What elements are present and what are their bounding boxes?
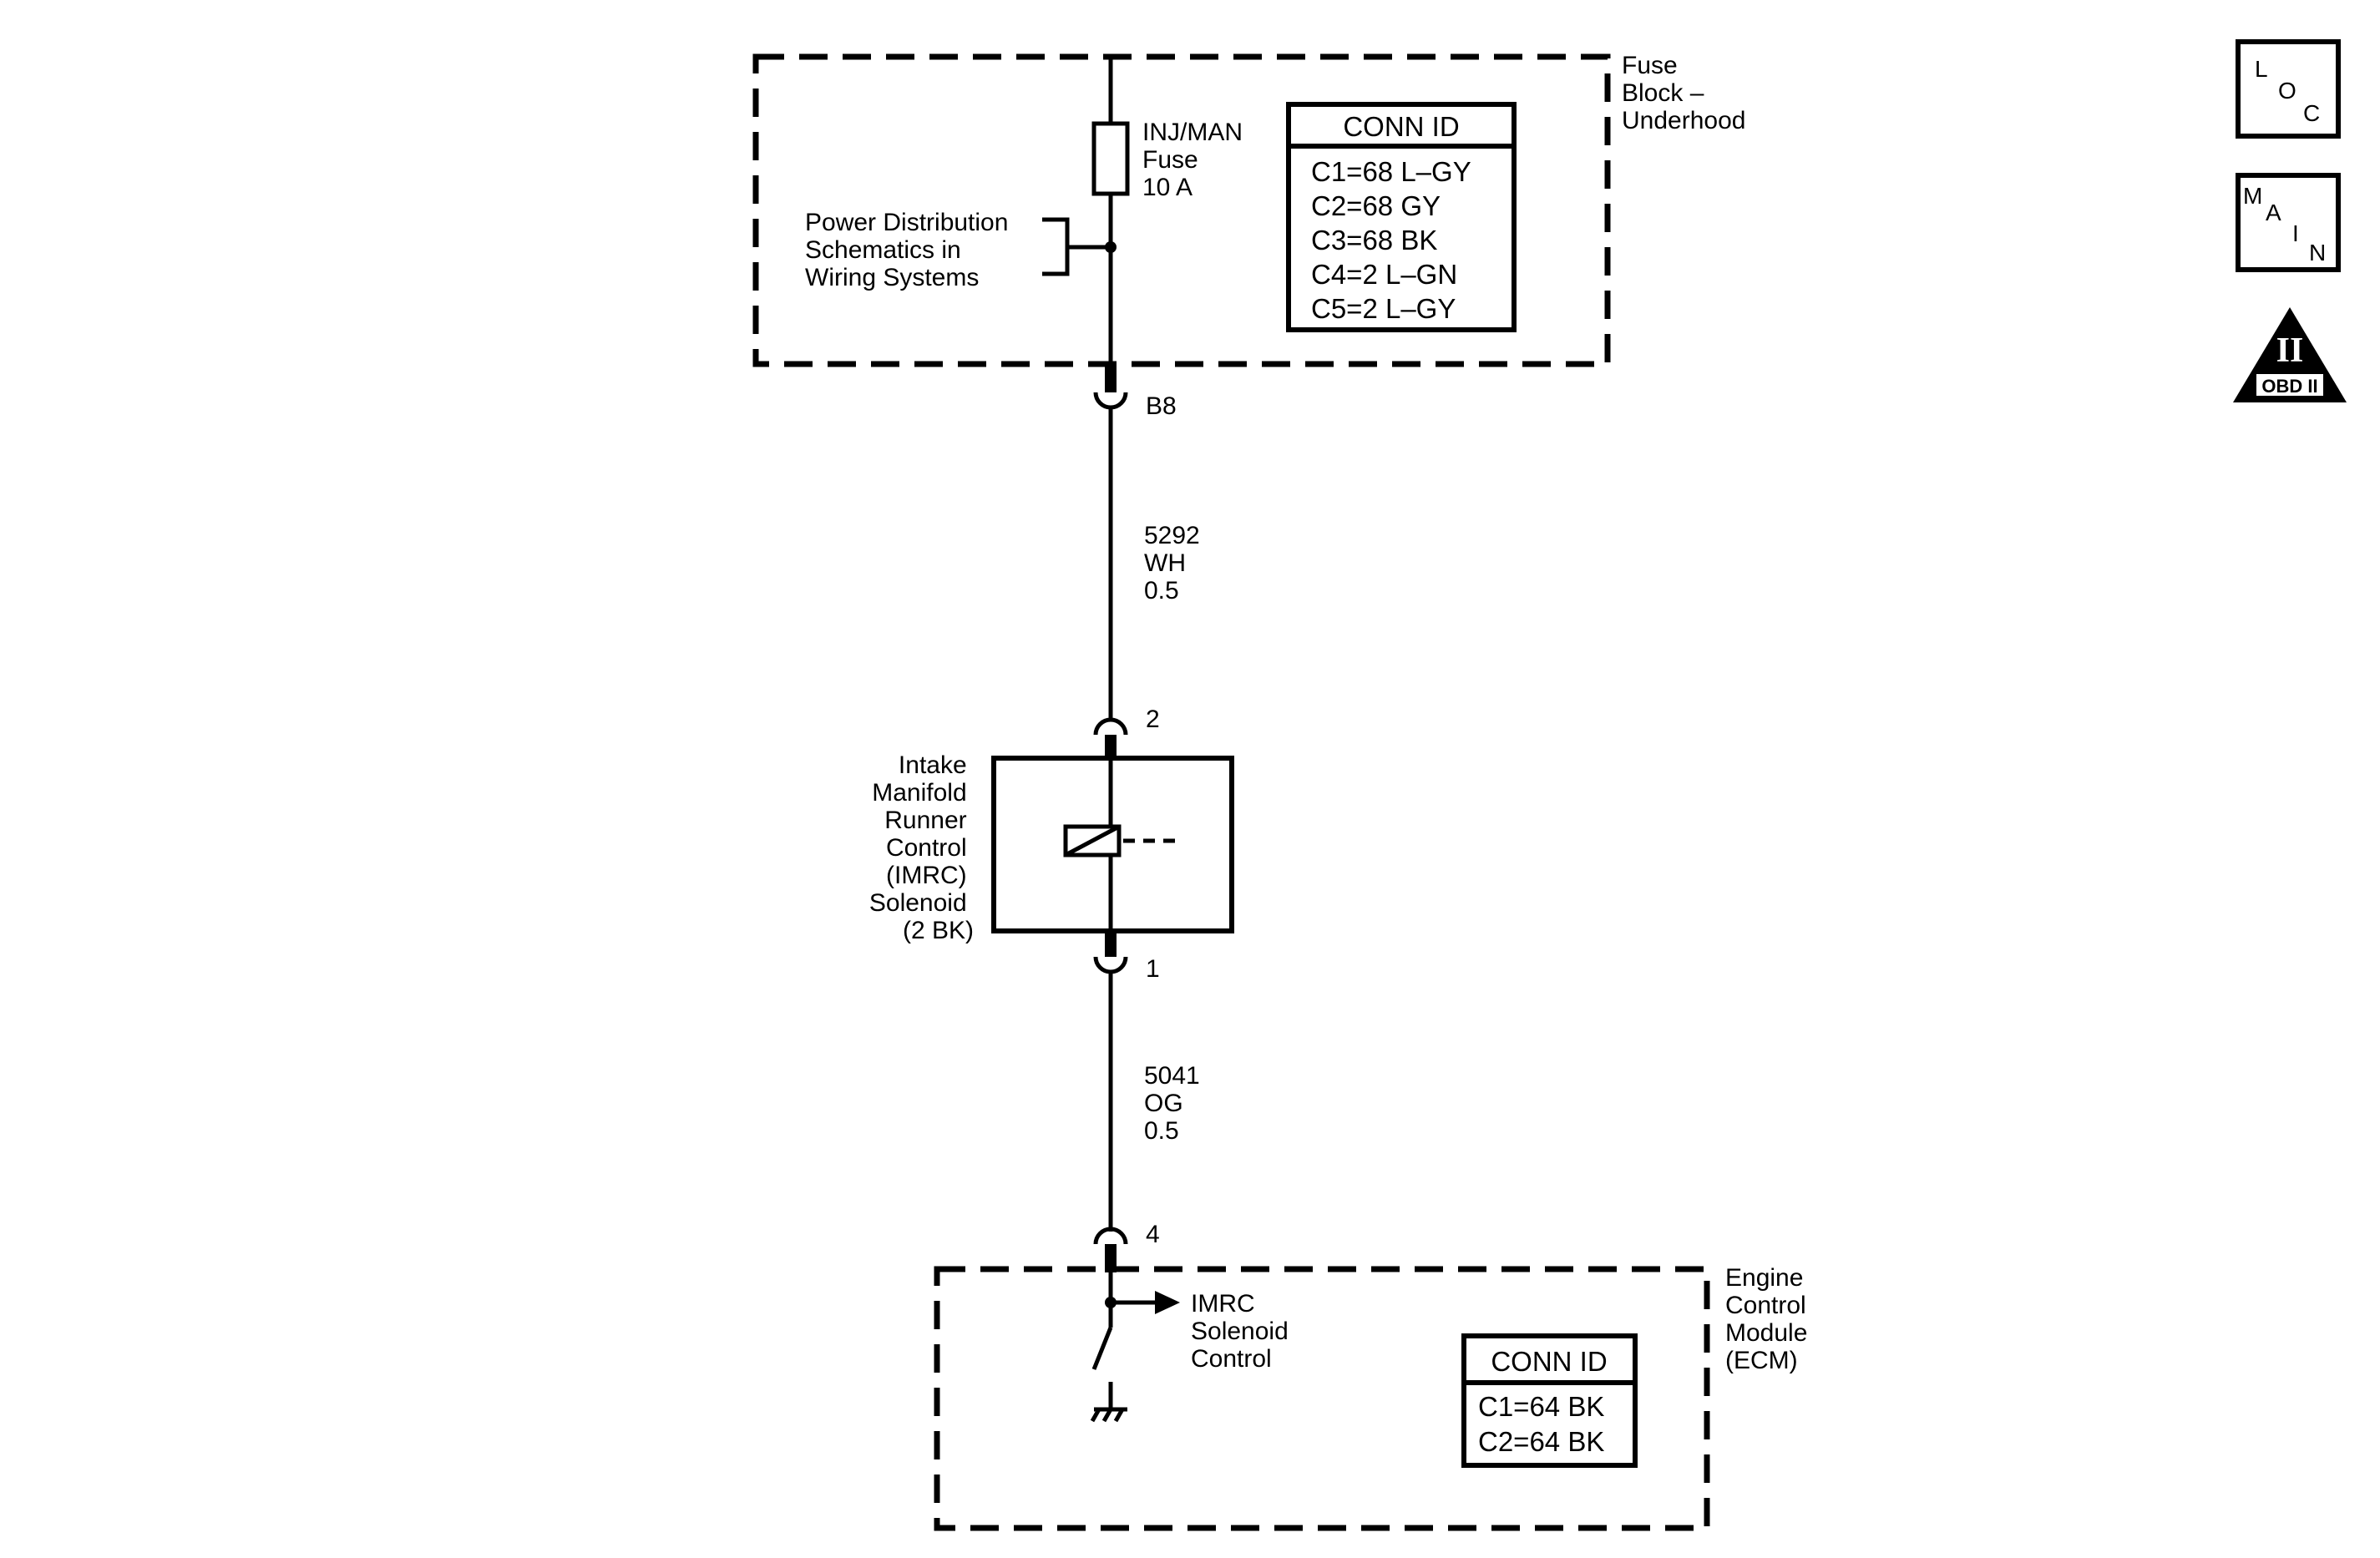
loc-button[interactable]: L O C [2236,39,2341,139]
connector-pin-2: 2 [1093,706,1160,760]
signal-arrow-icon [1155,1291,1180,1314]
imrc-solenoid: Intake Manifold Runner Control (IMRC) So… [869,751,1234,944]
power-ref-bracket [1042,217,1111,276]
svg-text:O: O [2278,78,2296,104]
connector-b8-label: B8 [1146,392,1177,420]
ecm-outline [934,1266,1710,1531]
main-button[interactable]: M A I N [2236,173,2341,272]
conn-id-row: C4=2 L–GN [1311,259,1457,290]
power-ref-label: Power Distribution Schematics in Wiring … [805,209,1015,291]
ecm-name: Engine Control Module (ECM) [1725,1264,1815,1374]
conn-id-title: CONN ID [1343,111,1459,142]
connector-pin-4-label: 4 [1146,1221,1160,1248]
conn-id-row: C1=64 BK [1478,1391,1604,1422]
conn-id-row: C3=68 BK [1311,225,1437,255]
ecm-signal-label: IMRC Solenoid Control [1191,1290,1295,1373]
svg-text:I: I [2292,220,2299,246]
fuse-block-name: Fuse Block – Underhood [1622,52,1745,134]
conn-id-row: C1=68 L–GY [1311,156,1471,187]
low-side-switch [1091,1327,1113,1370]
svg-text:N: N [2309,240,2326,266]
conn-id-row: C2=68 GY [1311,190,1441,221]
solenoid-name: Intake Manifold Runner Control (IMRC) So… [869,751,974,944]
fuse-symbol [1091,121,1130,196]
wire-5041-label: 5041 OG 0.5 [1144,1062,1207,1145]
fuse-block-outline [752,53,1611,367]
fuse-block-underhood: Fuse Block – Underhood INJ/MAN Fuse 10 A… [752,52,1745,367]
connector-pin-1: 1 [1093,928,1160,983]
fuse-block-conn-id-table: CONN ID C1=68 L–GY C2=68 GY C3=68 BK C4=… [1286,102,1517,332]
connector-pin-1-label: 1 [1146,955,1160,983]
fuse-label: INJ/MAN Fuse 10 A [1142,119,1249,201]
conn-id-title: CONN ID [1491,1346,1607,1377]
wire-5292-label: 5292 WH 0.5 [1144,522,1207,604]
main-icon [2236,173,2341,272]
connector-b8: B8 [1093,364,1177,420]
ground-icon [1090,1382,1127,1423]
svg-text:A: A [2266,200,2281,225]
loc-icon [2236,39,2341,139]
ecm-conn-id-table: CONN ID C1=64 BK C2=64 BK [1461,1333,1638,1468]
svg-text:M: M [2243,183,2262,209]
obd-ii-button[interactable]: II OBD II [2233,307,2347,402]
connector-pin-4: 4 [1093,1221,1160,1272]
svg-text:L: L [2255,56,2268,82]
svg-text:II: II [2276,331,2304,370]
conn-id-row: C5=2 L–GY [1311,293,1456,324]
connector-pin-2-label: 2 [1146,706,1160,733]
svg-text:OBD II: OBD II [2261,376,2317,397]
svg-text:C: C [2303,100,2320,126]
conn-id-row: C2=64 BK [1478,1426,1604,1457]
engine-control-module: Engine Control Module (ECM) IMRC Solenoi… [934,1264,1815,1531]
